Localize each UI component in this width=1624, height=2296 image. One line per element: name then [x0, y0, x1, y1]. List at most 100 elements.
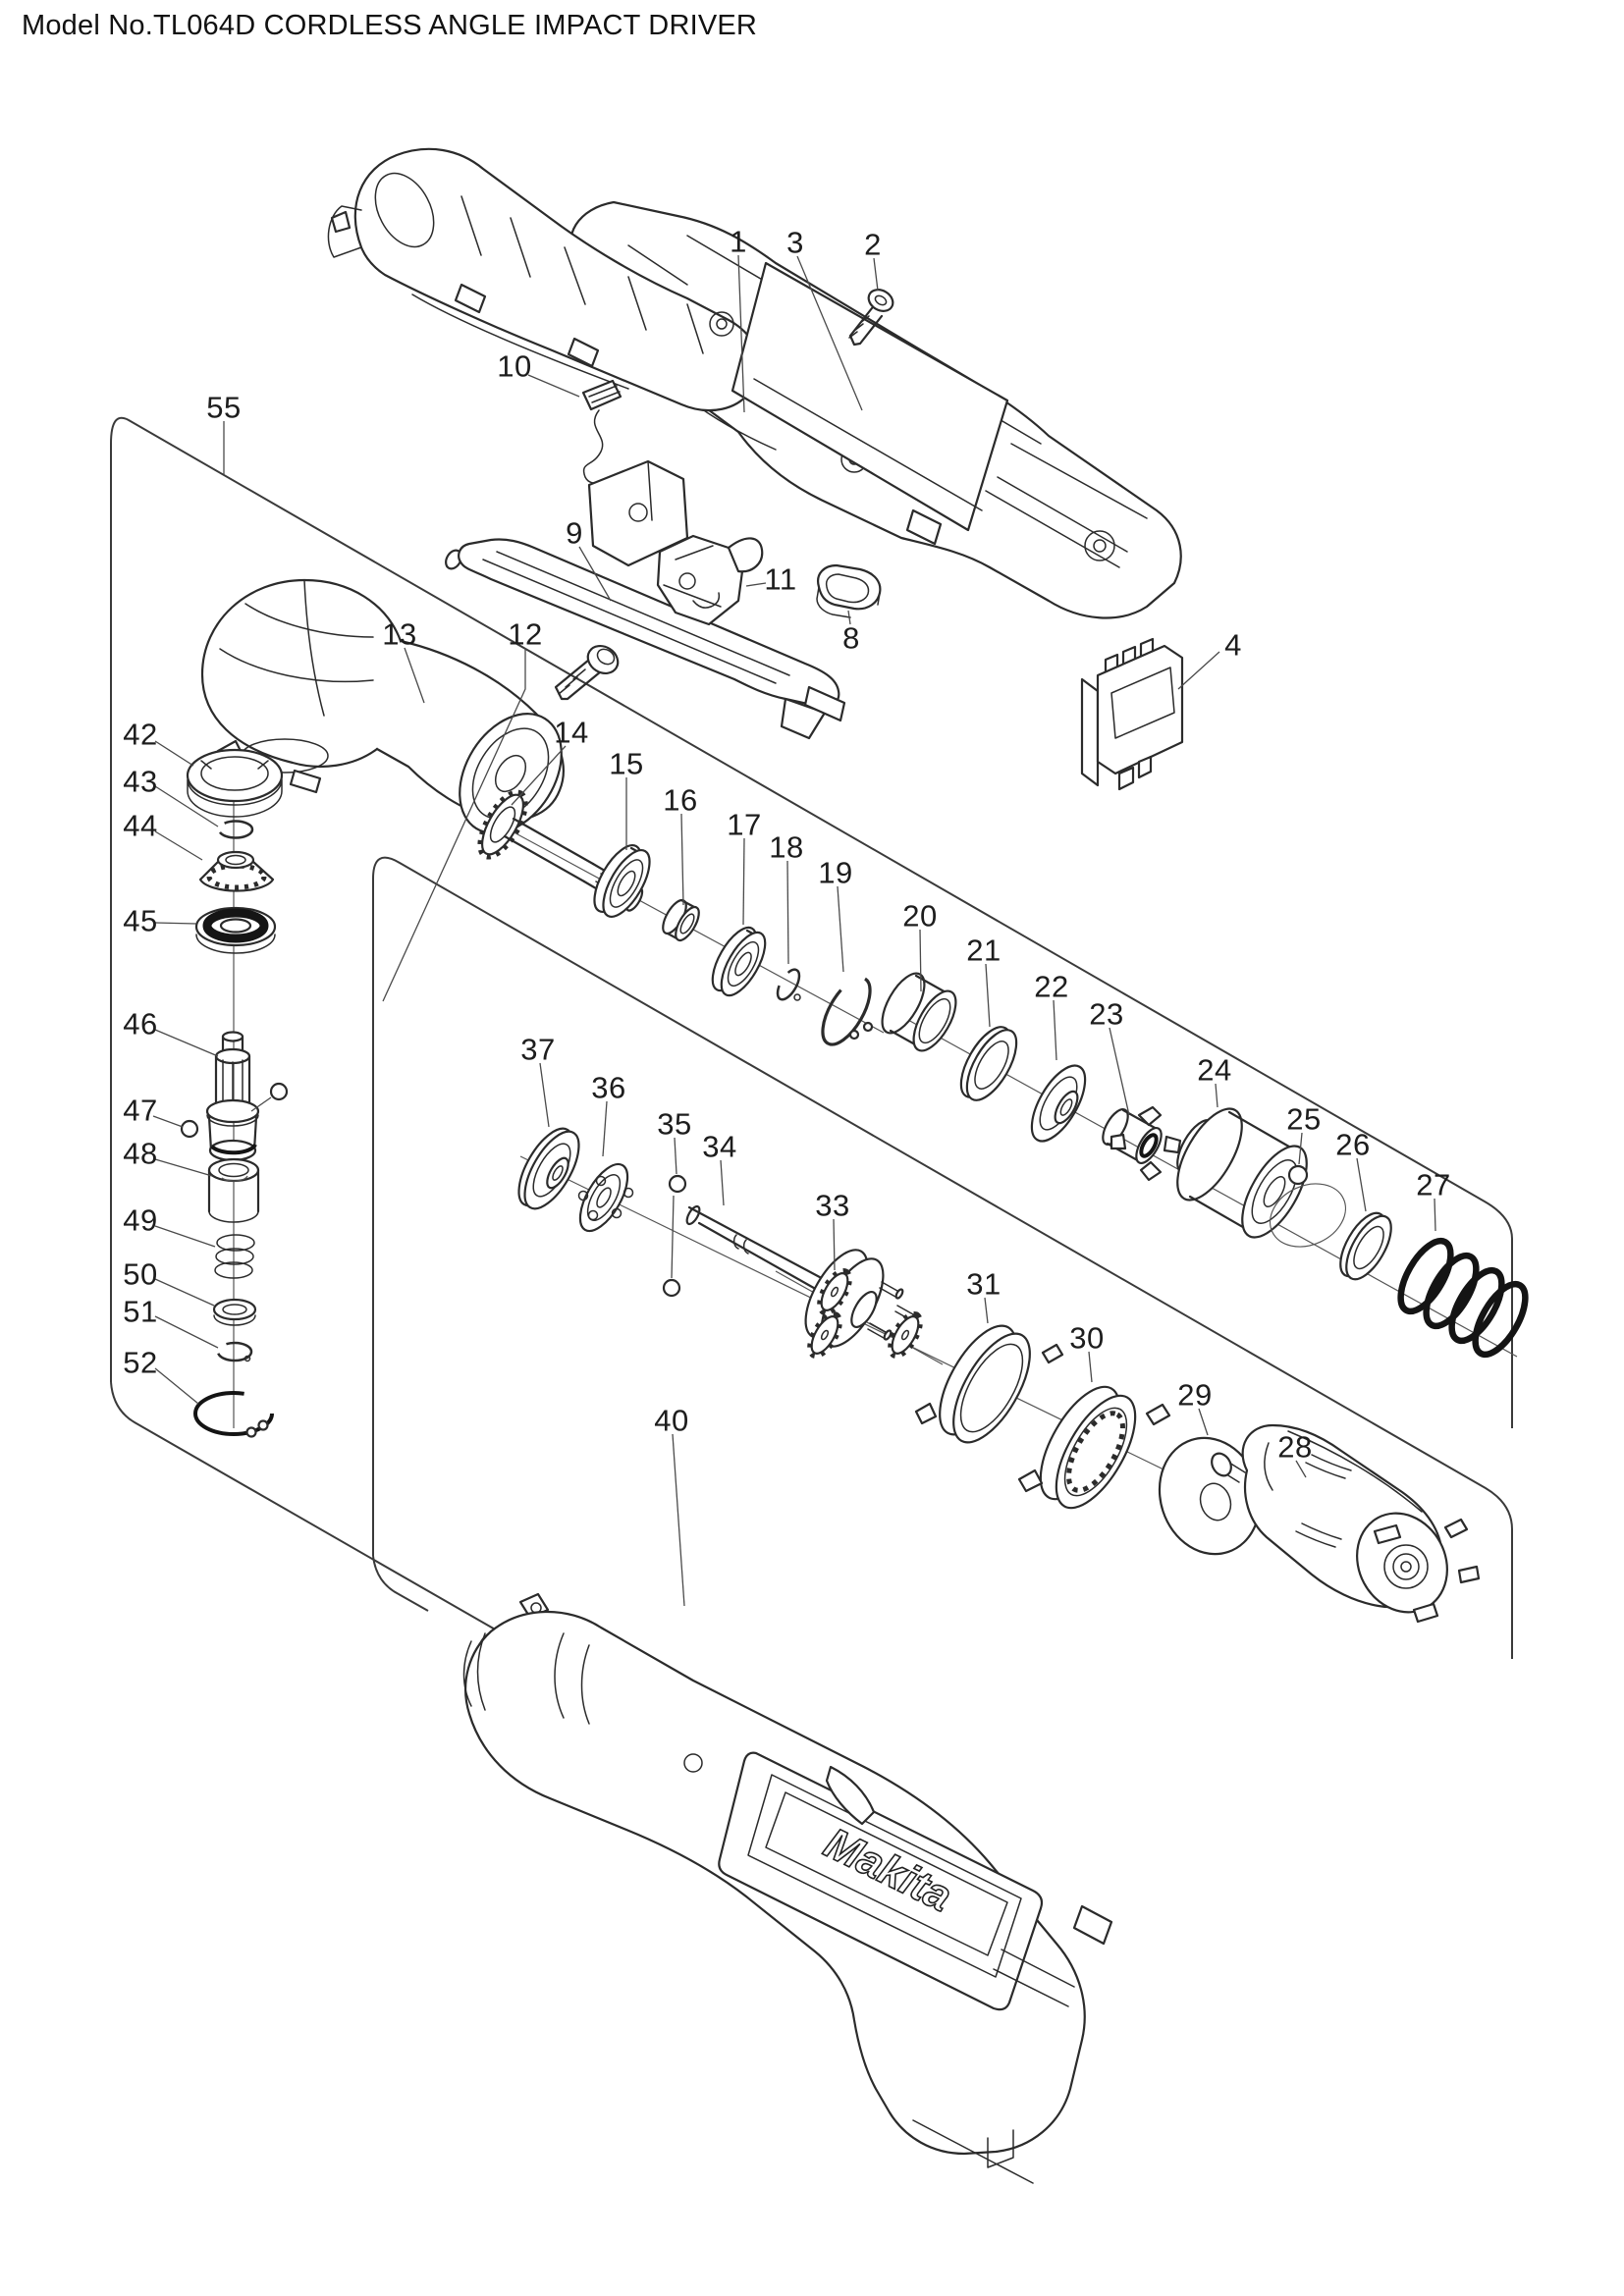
- part-49-spring: [214, 1234, 255, 1279]
- part-33-planet-gears: [807, 1268, 923, 1359]
- part-40-tool-body-assembled: Makita: [462, 1592, 1113, 2184]
- part-11-trigger-lever: [656, 534, 764, 626]
- callout-1: 1: [730, 225, 747, 259]
- callout-43: 43: [123, 765, 157, 799]
- callout-leader-19: [837, 885, 844, 973]
- callout-leader-4: [1177, 651, 1220, 690]
- callout-30: 30: [1069, 1321, 1104, 1356]
- part-16-spacer: [662, 898, 700, 942]
- callout-22: 22: [1034, 970, 1068, 1004]
- page-title: Model No.TL064D CORDLESS ANGLE IMPACT DR…: [22, 10, 758, 41]
- callout-leader-20: [919, 929, 922, 992]
- callout-31: 31: [966, 1267, 1001, 1302]
- assembly-boundary-panels: [110, 416, 1513, 1662]
- callout-52: 52: [123, 1346, 157, 1380]
- callout-16: 16: [663, 783, 697, 818]
- callout-18: 18: [769, 830, 803, 865]
- callout-leader-29: [1198, 1408, 1209, 1436]
- callout-leader-47-1: [250, 1096, 272, 1112]
- callout-leader-22: [1053, 999, 1057, 1061]
- callout-leader-35-1: [671, 1195, 675, 1279]
- callout-leader-23: [1109, 1027, 1130, 1116]
- callout-leader-8: [847, 610, 851, 625]
- part-45-ball-bearing: [194, 906, 277, 954]
- callout-20: 20: [902, 899, 937, 934]
- callout-49: 49: [123, 1203, 157, 1238]
- callout-leader-16: [680, 813, 684, 906]
- part-19-snap-ring-large: [821, 976, 874, 1046]
- part-36-ball-bearing-open: [577, 1162, 634, 1233]
- callout-leader-34: [720, 1159, 725, 1206]
- callout-9: 9: [566, 516, 583, 551]
- part-22-flanged-washer: [1030, 1064, 1087, 1143]
- callout-50: 50: [123, 1257, 157, 1292]
- callout-leader-40: [672, 1433, 685, 1607]
- part-18-snap-ring-small: [776, 968, 801, 1001]
- callout-leader-13: [404, 647, 425, 704]
- callout-19: 19: [818, 856, 852, 890]
- part-1-housing-half-left: [327, 147, 760, 412]
- callout-21: 21: [966, 934, 1001, 968]
- part-9-slide-rail: [445, 538, 846, 740]
- panel-inner-boundary: [372, 856, 1513, 1659]
- callout-leader-18: [786, 860, 789, 965]
- part-42-retaining-ring: [186, 748, 284, 818]
- callout-leader-14: [511, 745, 567, 806]
- part-10-switch: [581, 379, 689, 567]
- callout-4: 4: [1224, 628, 1242, 663]
- part-50-flat-washer: [212, 1298, 257, 1326]
- callout-leader-36: [602, 1100, 608, 1157]
- part-21-flat-washer: [959, 1026, 1018, 1101]
- callout-40: 40: [654, 1404, 688, 1438]
- callout-leader-17: [742, 837, 745, 926]
- callout-35: 35: [657, 1107, 691, 1142]
- callout-37: 37: [520, 1033, 555, 1067]
- callout-leader-28: [1295, 1460, 1307, 1478]
- part-28-motor: [1211, 1423, 1481, 1624]
- callout-leader-50: [154, 1278, 215, 1307]
- callout-48: 48: [123, 1137, 157, 1171]
- callout-44: 44: [123, 809, 157, 843]
- part-15-ball-bearing: [593, 844, 651, 918]
- part-31-ring: [914, 1324, 1064, 1444]
- callout-42: 42: [123, 718, 157, 752]
- part-44-bev-washer: [198, 850, 275, 892]
- callout-10: 10: [497, 349, 531, 384]
- callout-leader-45: [154, 922, 197, 925]
- part-52-snap-ring: [193, 1391, 274, 1438]
- part-27-hammer-spring: [1397, 1237, 1529, 1359]
- callout-leader-33: [833, 1218, 836, 1271]
- callout-47: 47: [123, 1094, 157, 1128]
- part-48-sleeve: [207, 1157, 260, 1223]
- callout-51: 51: [123, 1295, 157, 1329]
- callout-leader-48: [154, 1158, 213, 1177]
- callout-29: 29: [1177, 1378, 1212, 1413]
- callout-leader-35: [674, 1137, 677, 1175]
- part-3-name-plate: [731, 261, 1009, 532]
- callout-leader-43: [154, 785, 219, 828]
- callout-46: 46: [123, 1007, 157, 1041]
- callout-33: 33: [815, 1189, 849, 1223]
- part-25-ball-and-ghost: [1269, 1164, 1347, 1248]
- callout-12: 12: [508, 617, 542, 652]
- callout-leader-51: [154, 1315, 219, 1349]
- part-30-internal-gear: [1017, 1385, 1171, 1510]
- part-23-impact-spider: [1102, 1105, 1182, 1182]
- callout-leader-47: [152, 1115, 184, 1128]
- callout-45: 45: [123, 904, 157, 938]
- callout-34: 34: [702, 1130, 736, 1164]
- callout-leader-42: [154, 740, 194, 767]
- callout-13: 13: [382, 617, 416, 652]
- callout-leader-21: [985, 963, 991, 1028]
- callout-leader-49: [154, 1225, 216, 1248]
- part-51-c-ring: [216, 1341, 253, 1362]
- callout-11: 11: [764, 562, 796, 597]
- callout-leader-11: [745, 582, 767, 587]
- part-12-screw: [554, 644, 620, 701]
- part-37-flanged-washer: [517, 1127, 580, 1210]
- part-43-c-clip: [217, 820, 254, 839]
- callout-23: 23: [1089, 997, 1123, 1032]
- callout-leader-9: [578, 546, 612, 602]
- part-13-gear-housing: [200, 578, 565, 834]
